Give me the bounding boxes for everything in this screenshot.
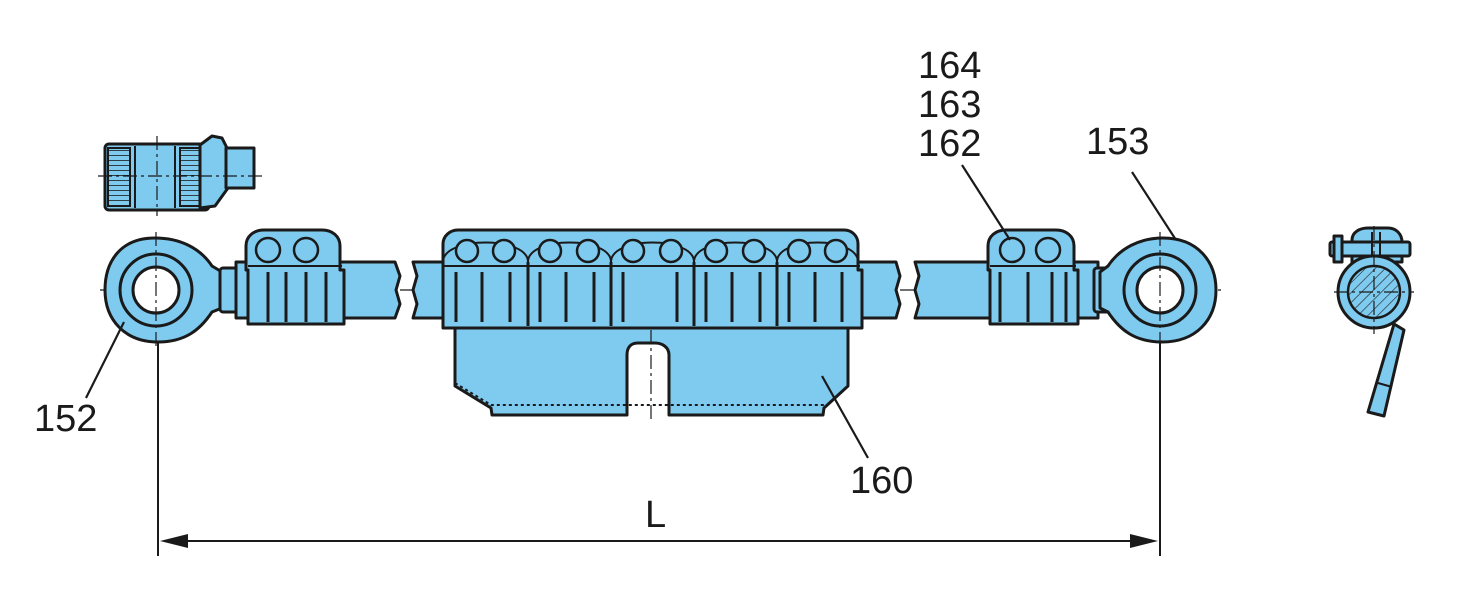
right-eye-end: [1092, 232, 1218, 348]
leader-153: [1131, 171, 1177, 241]
center-clamp-block: [441, 228, 864, 420]
label-160: 160: [850, 460, 913, 502]
label-162: 162: [918, 123, 981, 165]
side-detail-view: [98, 134, 262, 216]
dimension-l: [157, 342, 1161, 556]
leader-152: [85, 321, 125, 399]
right-clamp: [986, 228, 1080, 326]
label-152: 152: [34, 398, 97, 440]
leader-162: [961, 164, 1011, 241]
center-clamp-bolts: [442, 238, 859, 264]
clamp-end-view: [1328, 226, 1414, 418]
label-dimension-l: L: [645, 494, 666, 536]
left-clamp: [244, 228, 346, 326]
left-eye-end: [103, 232, 240, 348]
center-clamp-ribs: [454, 262, 844, 326]
label-164: 164: [918, 45, 981, 87]
label-153: 153: [1086, 121, 1149, 163]
leader-160: [821, 375, 869, 459]
label-163: 163: [918, 84, 981, 126]
